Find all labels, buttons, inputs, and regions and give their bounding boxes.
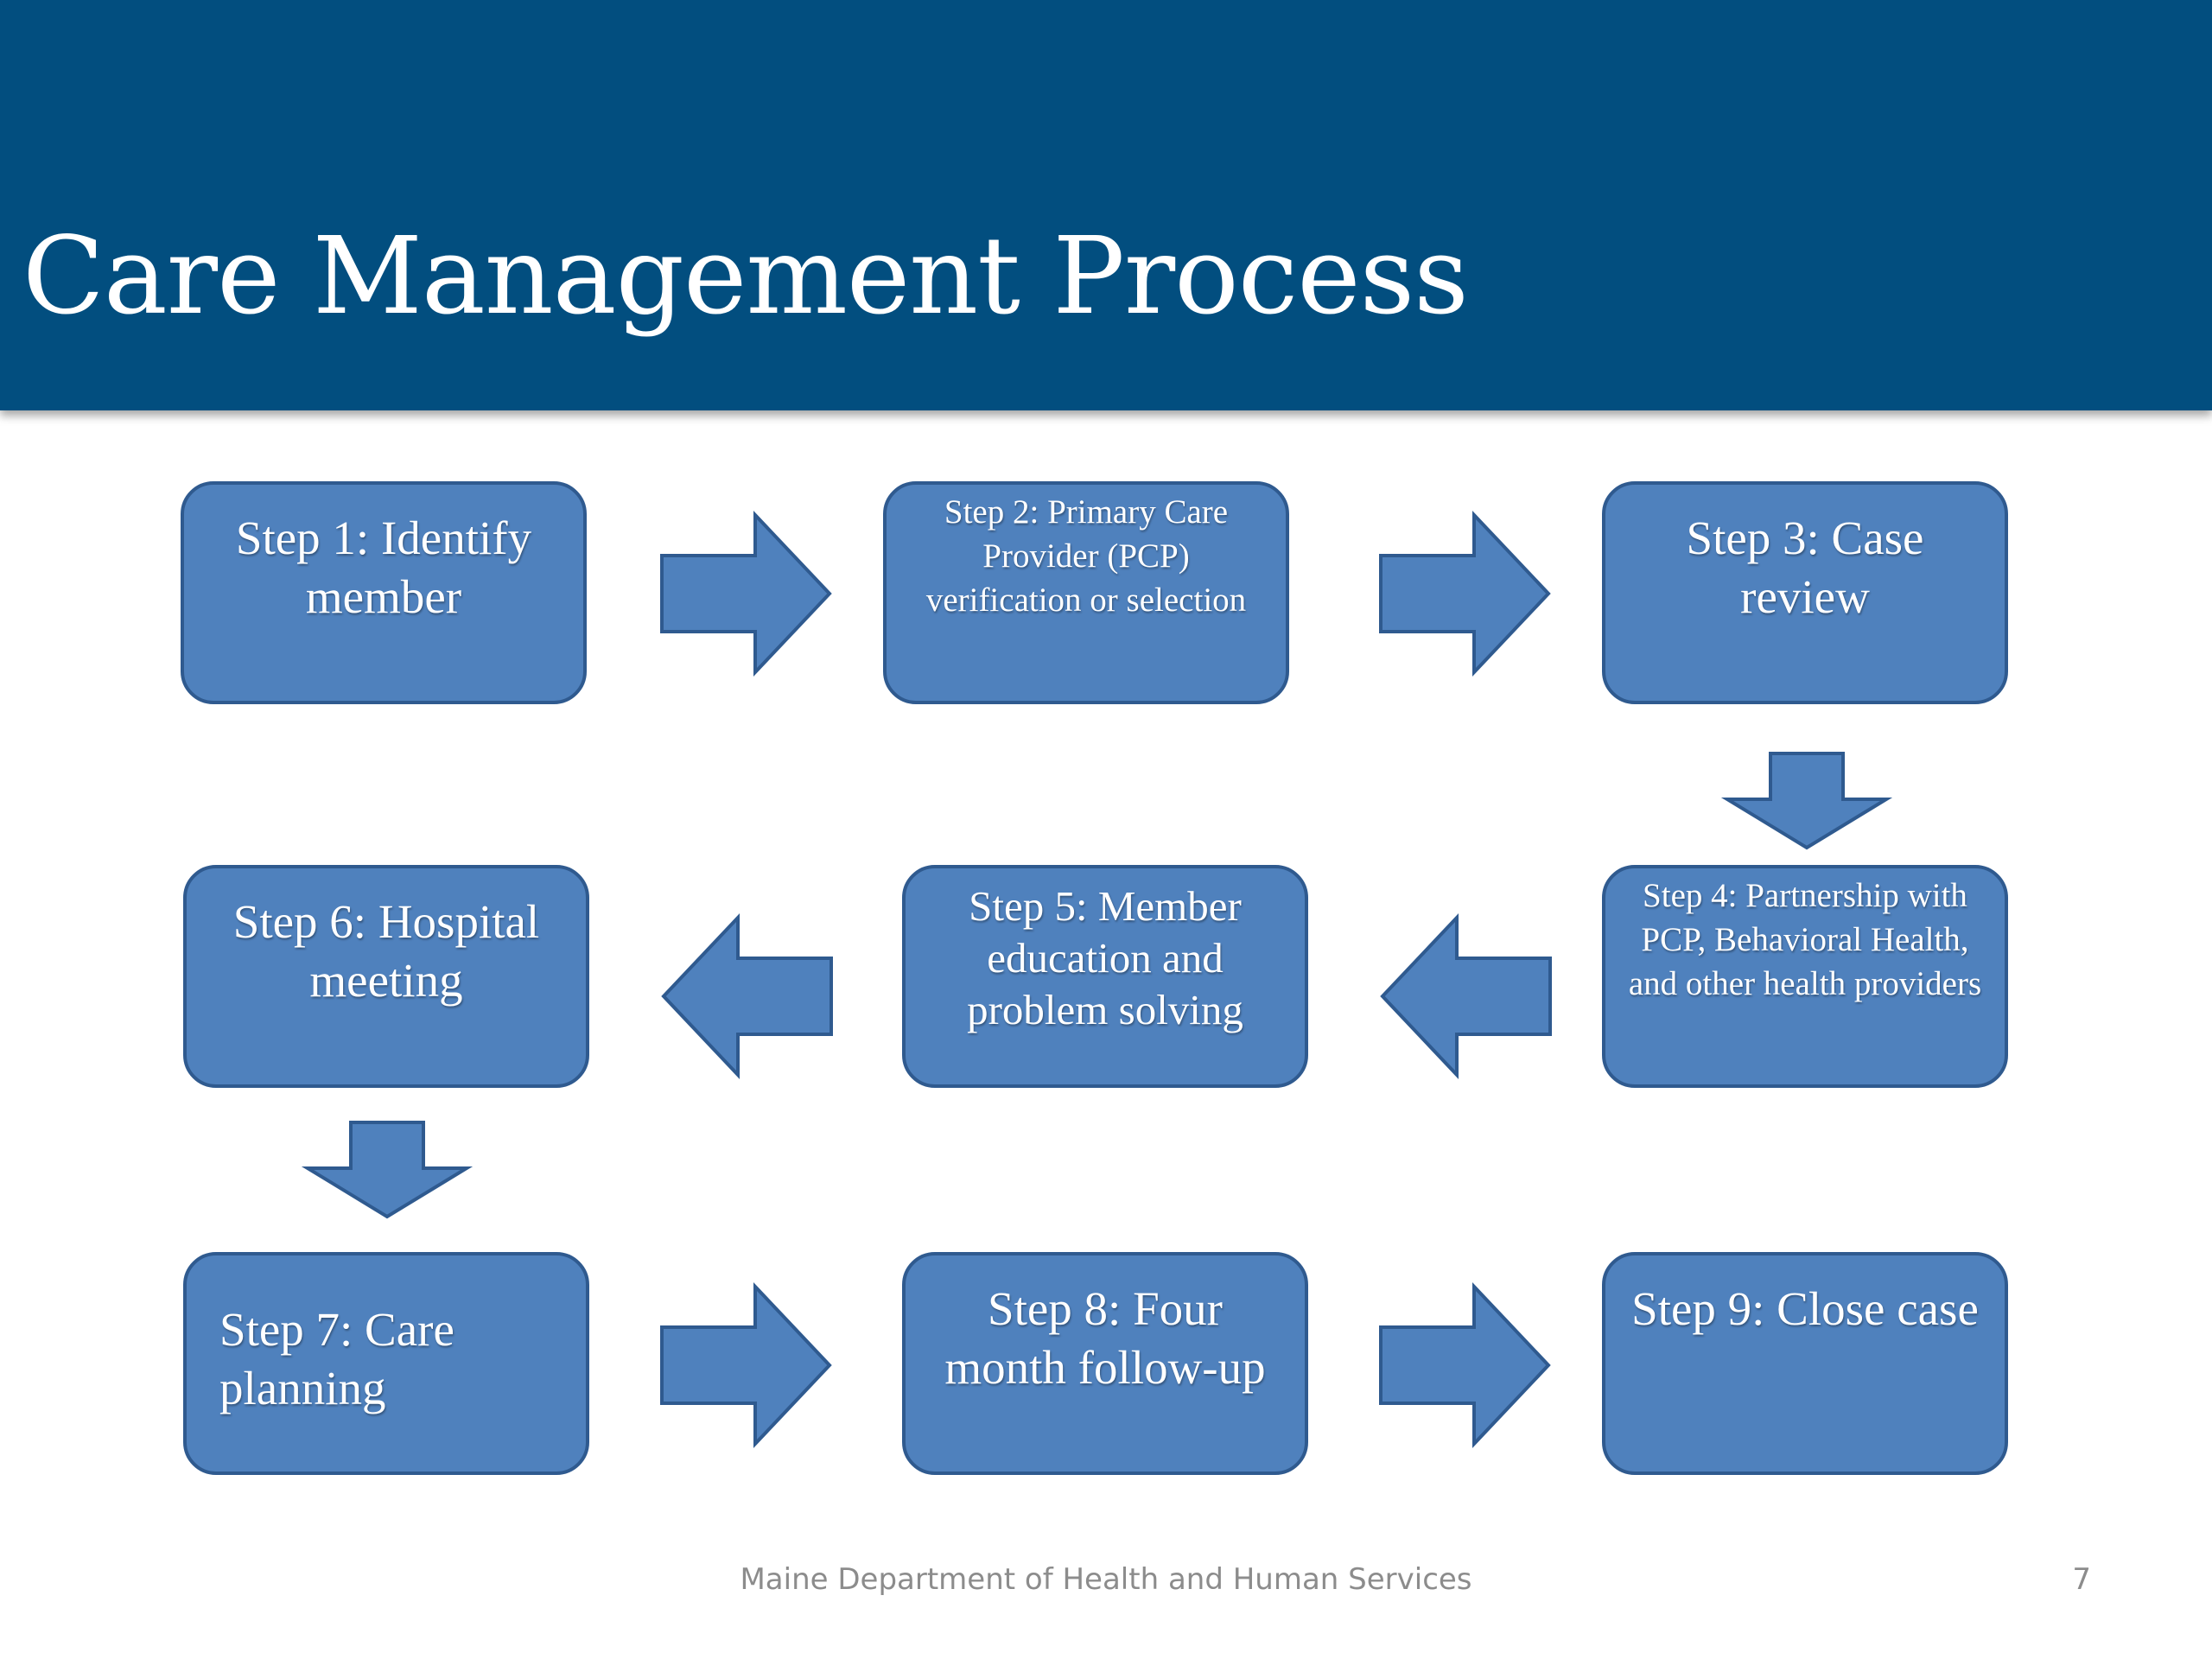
step-7-label: Step 7: Care planning [219,1303,454,1414]
step-1-box: Step 1: Identify member [181,481,587,704]
step-6-box: Step 6: Hospital meeting [183,865,589,1088]
step-5-box: Step 5: Member education and problem sol… [902,865,1308,1088]
left-arrow-icon [1380,912,1552,1080]
step-1-label: Step 1: Identify member [235,512,532,623]
step-7-box: Step 7: Care planning [183,1252,589,1475]
right-arrow-icon [1379,510,1551,677]
step-2-box: Step 2: Primary Care Provider (PCP) veri… [883,481,1289,704]
step-2-label: Step 2: Primary Care Provider (PCP) veri… [925,493,1247,619]
step-4-box: Step 4: Partnership with PCP, Behavioral… [1602,865,2008,1088]
down-arrow-icon [301,1121,474,1219]
step-9-box: Step 9: Close case [1602,1252,2008,1475]
slide-title: Care Management Process [22,214,1469,339]
step-6-label: Step 6: Hospital meeting [232,895,540,1007]
step-8-box: Step 8: Four month follow-up [902,1252,1308,1475]
title-bar: Care Management Process [0,0,2212,410]
step-8-label: Step 8: Four month follow-up [944,1282,1266,1394]
footer-organization: Maine Department of Health and Human Ser… [740,1562,1472,1597]
page-number: 7 [2072,1562,2091,1597]
right-arrow-icon [660,510,832,677]
right-arrow-icon [660,1281,832,1449]
step-9-label: Step 9: Close case [1631,1282,1979,1335]
right-arrow-icon [1379,1281,1551,1449]
down-arrow-icon [1720,752,1893,850]
step-3-label: Step 3: Case review [1686,512,1924,623]
step-4-label: Step 4: Partnership with PCP, Behavioral… [1628,877,1982,1002]
left-arrow-icon [661,912,833,1080]
step-5-label: Step 5: Member education and problem sol… [967,882,1243,1033]
step-3-box: Step 3: Case review [1602,481,2008,704]
